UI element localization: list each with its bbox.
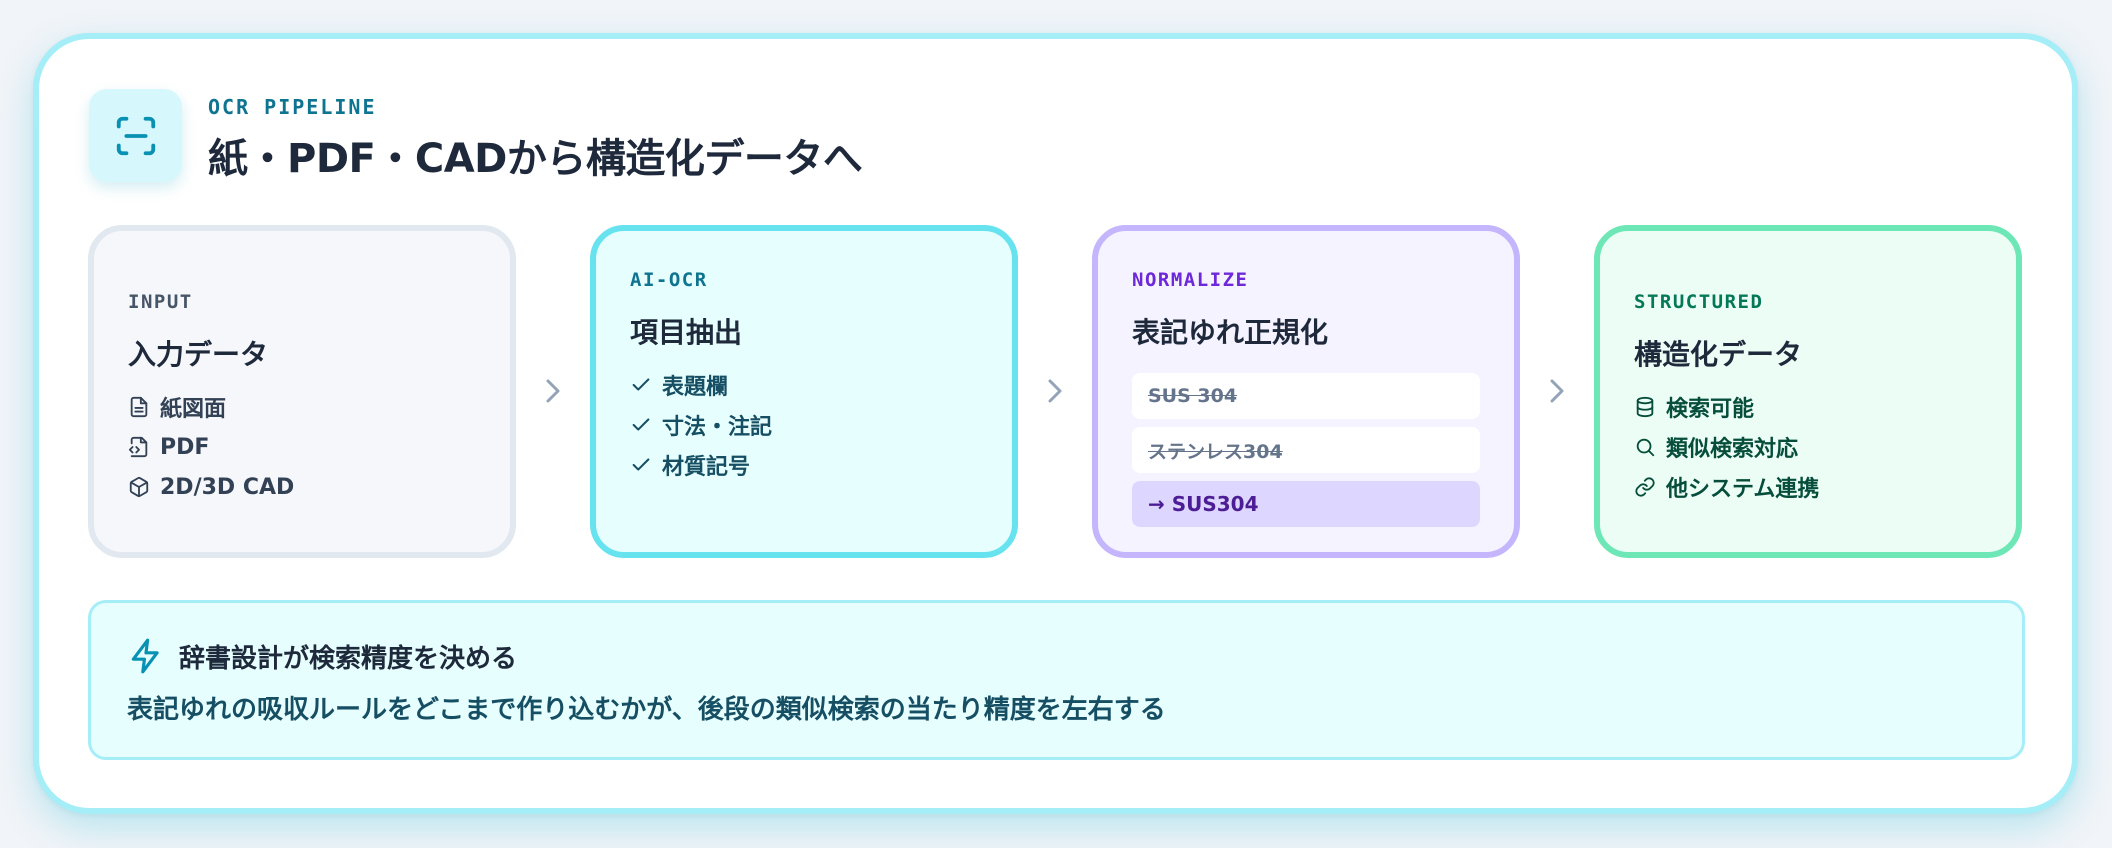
page-title: 紙・PDF・CADから構造化データへ: [208, 136, 863, 182]
file-code-icon: [128, 436, 150, 458]
insight-callout: 辞書設計が検索精度を決める 表記ゆれの吸収ルールをどこまで作り込むかが、後段の類…: [88, 600, 2025, 760]
list-item: 2D/3D CAD: [128, 467, 476, 507]
list-item-label: 寸法・注記: [662, 415, 773, 440]
stage-input: INPUT 入力データ 紙図面 PDF 2D/3D CAD: [88, 225, 516, 558]
scan-icon: [89, 89, 182, 182]
list-item-label: 2D/3D CAD: [160, 474, 295, 500]
normalized-result: → SUS304: [1132, 481, 1480, 527]
list-item-label: 材質記号: [662, 455, 751, 480]
lightning-icon: [127, 637, 165, 675]
list-item-label: 紙図面: [160, 397, 227, 422]
list-item-label: PDF: [160, 434, 210, 460]
list-item: 材質記号: [630, 445, 978, 485]
search-icon: [1634, 436, 1656, 458]
stage-tag: STRUCTURED: [1634, 291, 1764, 313]
stage-ai-ocr: AI-OCR 項目抽出 表題欄 寸法・注記 材質記号: [590, 225, 1018, 558]
stage-title: 表記ゆれ正規化: [1132, 316, 1329, 349]
list-item-label: 検索可能: [1666, 397, 1755, 422]
link-icon: [1634, 476, 1656, 498]
list-item: 検索可能: [1634, 387, 1982, 427]
stage-tag: NORMALIZE: [1132, 269, 1249, 291]
list-item: PDF: [128, 427, 476, 467]
list-item: 紙図面: [128, 387, 476, 427]
stage-normalize: NORMALIZE 表記ゆれ正規化 SUS 304 ステンレス304 → SUS…: [1092, 225, 1520, 558]
header-kicker: OCR PIPELINE: [208, 95, 377, 119]
stage-title: 項目抽出: [630, 316, 743, 349]
file-text-icon: [128, 396, 150, 418]
stage-title: 構造化データ: [1634, 338, 1803, 371]
stage-structured: STRUCTURED 構造化データ 検索可能 類似検索対応 他システム連携: [1594, 225, 2022, 558]
database-icon: [1634, 396, 1656, 418]
stage-title: 入力データ: [128, 338, 269, 371]
stage-tag: INPUT: [128, 291, 193, 313]
variant-row: SUS 304: [1132, 373, 1480, 419]
chevron-right-icon: [1043, 375, 1067, 407]
variant-row: ステンレス304: [1132, 427, 1480, 473]
chevron-right-icon: [541, 375, 565, 407]
callout-title: 辞書設計が検索精度を決める: [179, 643, 518, 674]
check-icon: [630, 374, 652, 396]
check-icon: [630, 454, 652, 476]
cube-icon: [128, 476, 150, 498]
stage-tag: AI-OCR: [630, 269, 708, 291]
list-item-label: 類似検索対応: [1666, 437, 1799, 462]
list-item: 類似検索対応: [1634, 427, 1982, 467]
list-item: 寸法・注記: [630, 405, 978, 445]
callout-body: 表記ゆれの吸収ルールをどこまで作り込むかが、後段の類似検索の当たり精度を左右する: [127, 695, 1166, 725]
list-item-label: 他システム連携: [1666, 477, 1820, 502]
chevron-right-icon: [1545, 375, 1569, 407]
list-item: 表題欄: [630, 365, 978, 405]
check-icon: [630, 414, 652, 436]
list-item-label: 表題欄: [662, 375, 729, 400]
list-item: 他システム連携: [1634, 467, 1982, 507]
